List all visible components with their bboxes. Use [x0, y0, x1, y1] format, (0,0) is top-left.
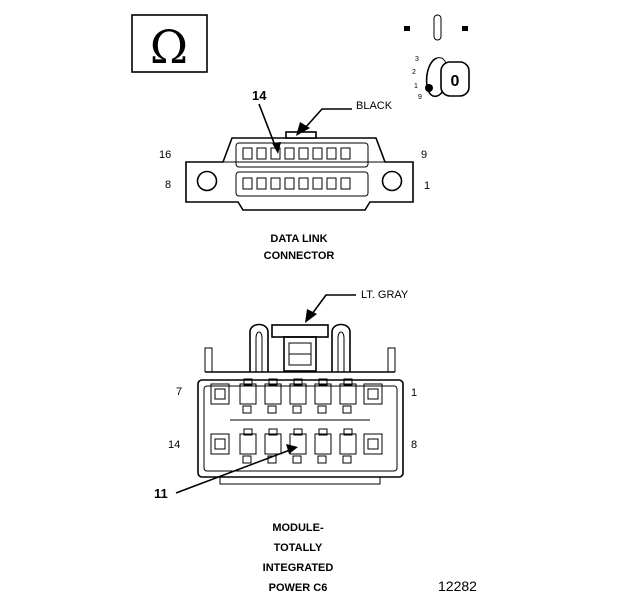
dlc-caption-line2: CONNECTOR: [264, 250, 335, 262]
dlc-wire-color-label: BLACK: [356, 100, 393, 112]
module-pin-label-1: 1: [411, 387, 417, 399]
dlc-pin-row-top: [242, 147, 351, 160]
module-caption-line4: POWER C6: [269, 582, 328, 594]
ignition-key-label: 0: [451, 73, 460, 90]
module-caption-line1: MODULE-: [272, 522, 324, 534]
omega-symbol-box: Ω: [131, 14, 208, 74]
module-pin-callout-11: 11: [154, 486, 168, 501]
ignition-position-3: 3: [415, 56, 419, 63]
module-pin-label-7: 7: [176, 386, 182, 398]
dlc-caption-line1: DATA LINK: [270, 233, 327, 245]
ignition-position-1: 1: [414, 83, 418, 90]
dlc-pin-label-16: 16: [159, 149, 171, 161]
data-link-connector: BLACK 14 16 9 8 1 DATA LINK CONNECTOR: [159, 88, 430, 262]
ignition-position-dot: [425, 84, 433, 92]
module-c6-connector: LT. GRAY 11 7 1 14 8 MODULE- TOTALLY INT…: [154, 289, 417, 594]
module-cavity-row-top: [210, 378, 383, 414]
module-pin-label-14: 14: [168, 439, 180, 451]
module-cavity-row-bottom: [210, 428, 383, 464]
module-caption-line3: INTEGRATED: [263, 562, 334, 574]
ignition-position-2: 2: [412, 69, 416, 76]
ignition-mark-9: 9: [418, 94, 422, 101]
dlc-pin-callout-14: 14: [252, 88, 267, 103]
dlc-pin-row-bottom: [242, 177, 351, 190]
module-wire-color-label: LT. GRAY: [361, 289, 409, 301]
dlc-pin-label-8: 8: [165, 179, 171, 191]
ignition-switch-icon: 3 2 1 9 0: [404, 14, 470, 101]
module-pin-label-8: 8: [411, 439, 417, 451]
module-caption-line2: TOTALLY: [274, 542, 323, 554]
figure-number: 12282: [438, 578, 477, 594]
dlc-pin-label-9: 9: [421, 149, 427, 161]
omega-icon: Ω: [150, 20, 188, 74]
dlc-pin-label-1: 1: [424, 180, 430, 192]
